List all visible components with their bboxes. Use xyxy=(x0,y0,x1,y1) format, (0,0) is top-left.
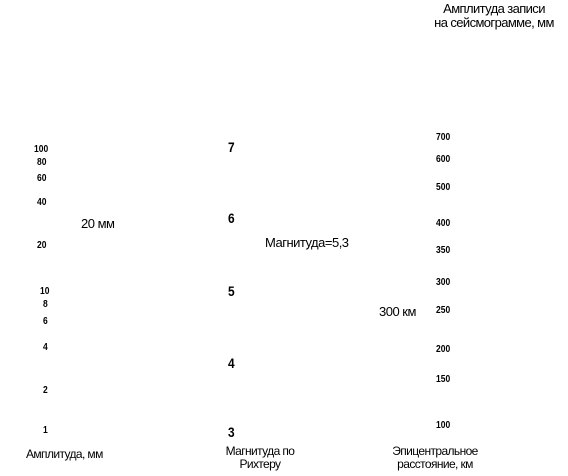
amplitude-tick: 100 xyxy=(34,144,49,155)
top-title-line1: Амплитуда записи xyxy=(443,1,545,16)
distance-tick: 250 xyxy=(436,305,451,316)
amplitude-annotation: 20 мм xyxy=(81,216,115,231)
amplitude-tick: 80 xyxy=(37,157,47,168)
distance-tick: 400 xyxy=(436,218,451,229)
magnitude-tick: 6 xyxy=(228,210,235,226)
distance-tick: 600 xyxy=(436,154,451,165)
magnitude-annotation: Магнитуда=5,3 xyxy=(265,235,349,250)
magnitude-axis-label-line2: Рихтеру xyxy=(239,456,282,471)
magnitude-tick: 7 xyxy=(228,139,235,155)
distance-tick: 200 xyxy=(436,344,451,355)
distance-tick: 150 xyxy=(436,374,451,385)
amplitude-tick: 60 xyxy=(37,173,47,184)
magnitude-tick: 3 xyxy=(228,424,235,440)
amplitude-tick: 8 xyxy=(43,299,48,310)
distance-axis-label-line2: расстояние, км xyxy=(397,456,473,471)
magnitude-axis-label-line1: Магнитуда по xyxy=(225,444,295,458)
amplitude-tick: 4 xyxy=(43,342,48,353)
distance-tick: 300 xyxy=(436,277,451,288)
distance-annotation: 300 км xyxy=(379,304,416,319)
distance-axis-label-line1: Эпицентральное xyxy=(392,444,478,458)
distance-tick: 500 xyxy=(436,182,451,193)
distance-tick: 700 xyxy=(436,132,451,143)
magnitude-tick: 4 xyxy=(228,355,235,371)
top-title-line2: на сейсмограмме, мм xyxy=(434,14,554,30)
amplitude-tick: 6 xyxy=(43,316,48,327)
amplitude-tick: 40 xyxy=(37,197,47,208)
top-title: Амплитуда записи на сейсмограмме, мм xyxy=(420,2,568,29)
magnitude-tick: 5 xyxy=(228,283,235,299)
amplitude-tick: 20 xyxy=(37,240,47,251)
amplitude-axis-label: Амплитуда, мм xyxy=(26,447,103,461)
amplitude-tick: 10 xyxy=(40,286,50,297)
magnitude-axis-label: Магнитуда по Рихтеру xyxy=(212,445,308,470)
amplitude-tick: 1 xyxy=(43,425,48,436)
distance-tick: 350 xyxy=(436,245,451,256)
distance-axis-label: Эпицентральное расстояние, км xyxy=(380,445,490,470)
distance-tick: 100 xyxy=(436,420,451,431)
amplitude-tick: 2 xyxy=(43,385,48,396)
